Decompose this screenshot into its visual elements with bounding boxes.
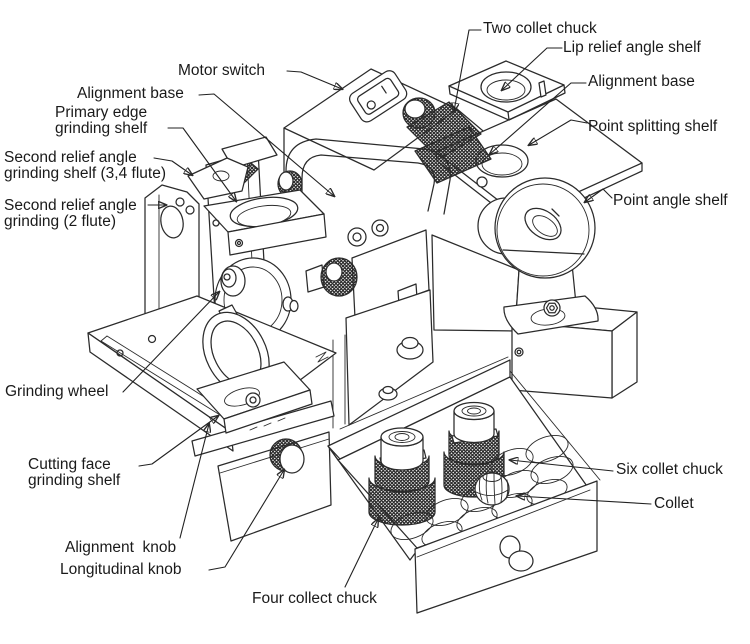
feed-knob [305,257,358,297]
cutting-face-shelf-part [196,304,313,434]
label-point-splitting-shelf: Point splitting shelf [588,118,718,135]
leader-alignment-knob [179,424,209,539]
label-alignment-base-left: Alignment base [77,85,184,102]
collet-drawer [327,359,601,614]
label-collet: Collet [654,495,694,512]
label-cutting-face-grinding-shelf: Cutting face grinding shelf [28,456,121,489]
label-primary-edge-grinding-shelf: Primary edge grinding shelf [55,104,148,137]
label-longitudinal-knob: Longitudinal knob [60,561,182,578]
leader-point-angle-shelf [585,188,613,202]
leader-six-collet-chuck [510,460,614,472]
point-angle-shelf-part [477,177,599,335]
leader-second-relief-34-flute [153,157,192,175]
leader-alignment-base-left [198,93,334,196]
label-alignment-base-right: Alignment base [588,73,695,90]
leader-grinding-wheel [122,292,219,393]
label-two-collet-chuck: Two collet chuck [483,20,597,37]
label-motor-switch: Motor switch [178,62,265,79]
leader-motor-switch [286,70,342,89]
leader-lip-relief-angle-shelf [502,47,563,90]
six-collet-chuck-part [443,401,505,498]
leader-two-collet-chuck [454,29,482,111]
leader-point-splitting-shelf [529,119,588,145]
leader-alignment-base-right [490,82,587,154]
rocker-switch [348,70,408,123]
motor-housing [277,68,520,430]
lower-column [345,289,434,426]
label-second-relief-34-flute: Second relief angle grinding shelf (3,4 … [4,149,166,182]
leader-collet [517,496,652,505]
label-grinding-wheel: Grinding wheel [5,383,109,400]
two-collet-chuck-part [406,101,492,184]
four-collect-chuck-part [368,427,436,526]
collet-part [474,472,510,506]
label-lip-relief-angle-shelf: Lip relief angle shelf [563,39,701,56]
label-point-angle-shelf: Point angle shelf [613,192,728,209]
leader-primary-edge-grinding-shelf [167,127,236,201]
label-alignment-knob: Alignment knob [65,539,177,556]
label-second-relief-2-flute: Second relief angle grinding (2 flute) [4,197,137,230]
primary-edge-shelf-part [203,189,327,256]
leader-lines [122,29,652,588]
leader-four-collect-chuck [344,519,378,588]
label-four-collect-chuck: Four collect chuck [252,590,377,607]
leader-cutting-face-grinding-shelf [138,416,218,467]
leader-longitudinal-knob [208,470,284,571]
label-six-collet-chuck: Six collet chuck [616,461,723,478]
